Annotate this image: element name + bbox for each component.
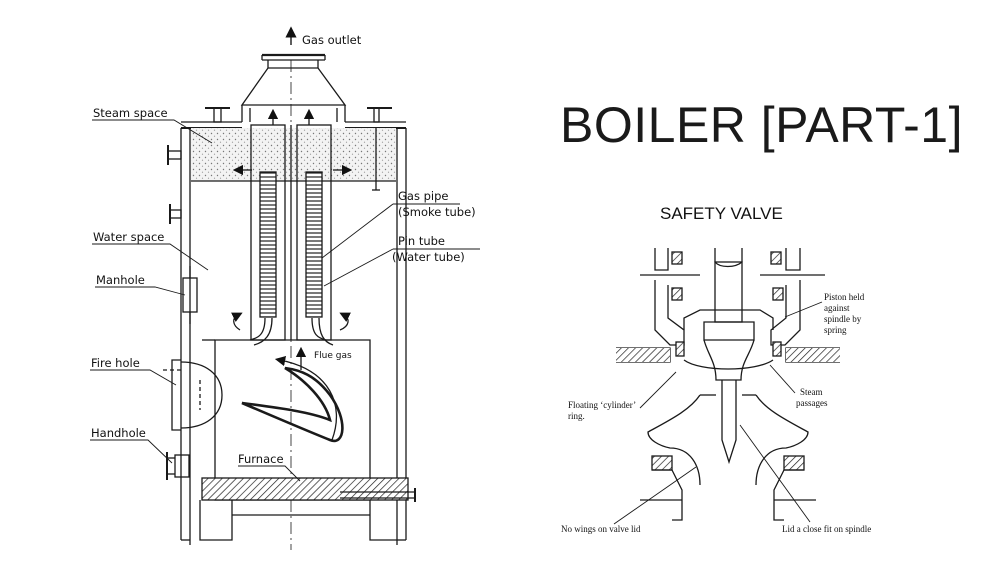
safety-valve-diagram <box>613 248 840 525</box>
slide-subtitle: SAFETY VALVE <box>660 204 783 223</box>
label-floating-2: ring. <box>568 411 585 421</box>
label-piston-2: against <box>824 303 850 313</box>
label-smoke-tube: (Smoke tube) <box>398 205 476 219</box>
label-pin-tube: Pin tube <box>398 234 445 248</box>
label-steam-2: passages <box>796 398 828 408</box>
fire-hole <box>160 359 223 431</box>
gas-outlet-hood <box>240 53 347 122</box>
label-furnace: Furnace <box>238 452 284 466</box>
leader-lines <box>90 119 480 482</box>
furnace-box <box>181 339 416 541</box>
slide-title: BOILER [PART-1] <box>560 97 964 153</box>
valve-leaders <box>613 301 823 525</box>
label-gas-outlet: Gas outlet <box>302 33 362 47</box>
label-piston-4: spring <box>824 325 847 335</box>
manhole <box>182 266 198 324</box>
label-fire-hole: Fire hole <box>91 356 140 370</box>
flame-shape <box>241 366 344 443</box>
label-flue-gas: Flue gas <box>314 351 352 361</box>
label-steam-space: Steam space <box>93 106 168 120</box>
label-steam-1: Steam <box>800 387 823 397</box>
handhole <box>166 452 190 480</box>
top-nozzles <box>205 107 392 191</box>
valve-lid <box>647 394 809 486</box>
boiler-diagram <box>90 26 480 550</box>
label-water-tube: (Water tube) <box>392 250 465 264</box>
flow-arrows <box>231 108 353 441</box>
label-no-wings: No wings on valve lid <box>561 524 641 534</box>
valve-seat <box>640 455 816 521</box>
tube-bank <box>249 124 334 346</box>
label-lid-fit: Lid a close fit on spindle <box>782 524 871 534</box>
label-piston-3: spindle by <box>824 314 862 324</box>
label-manhole: Manhole <box>96 273 145 287</box>
valve-housing <box>616 280 840 370</box>
valve-labels: Piston held against spindle by spring St… <box>561 292 871 534</box>
label-water-space: Water space <box>93 230 164 244</box>
label-gas-pipe: Gas pipe <box>398 189 448 203</box>
label-handhole: Handhole <box>91 426 146 440</box>
steam-space-region <box>191 128 396 181</box>
label-piston-1: Piston held <box>824 292 865 302</box>
valve-spindle <box>703 261 755 465</box>
label-floating-1: Floating ‘cylinder’ <box>568 400 636 410</box>
boiler-labels: Gas outlet Steam space Water space Manho… <box>91 33 476 466</box>
side-nozzles <box>167 145 182 224</box>
